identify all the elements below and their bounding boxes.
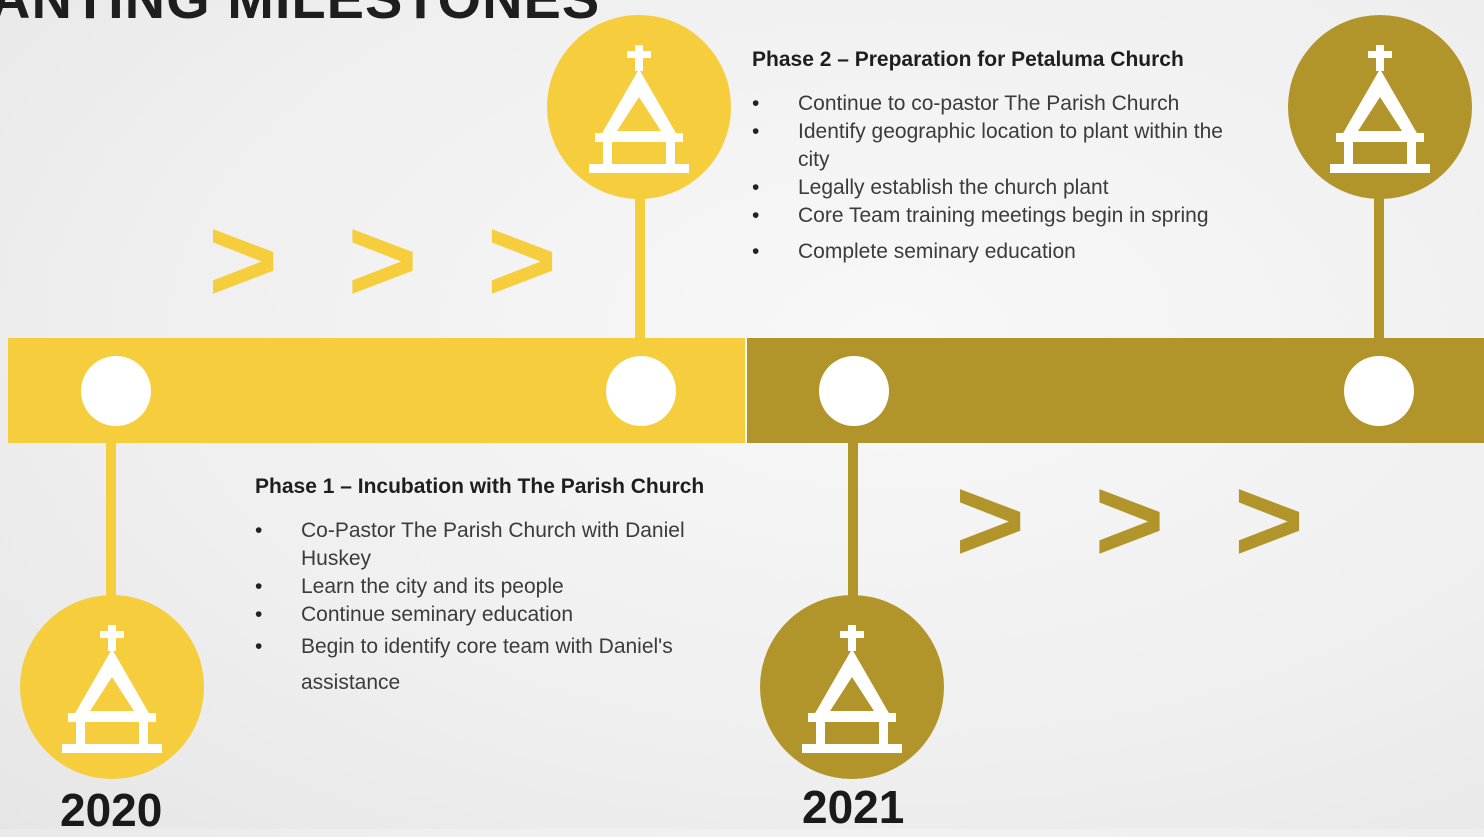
phase-2-heading: Phase 2 – Preparation for Petaluma Churc… [752,48,1184,71]
church-icon [589,45,689,175]
connector-line [635,185,645,345]
milestone-badge [1288,15,1472,199]
progress-arrows: > > > [208,193,575,327]
connector-line [848,440,858,600]
church-icon [62,625,162,755]
list-item: Identify geographic location to plant wi… [752,118,1258,174]
timeline-dot [1344,356,1414,426]
phase-1-block: Phase 1 – Incubation with The Parish Chu… [255,475,775,701]
list-item: Continue seminary education [255,601,775,629]
milestone-badge [20,595,204,779]
list-item: Learn the city and its people [255,573,775,601]
connector-line [1374,185,1384,345]
page-title: ANTING MILESTONES [0,0,600,31]
list-item: Co-Pastor The Parish Church with Daniel … [255,517,741,573]
timeline-dot [606,356,676,426]
list-item: Core Team training meetings begin in spr… [752,202,1292,230]
timeline-dot [819,356,889,426]
list-item: Legally establish the church plant [752,174,1292,202]
phase-2-block: Phase 2 – Preparation for Petaluma Churc… [752,48,1292,266]
year-label: 2020 [60,784,163,836]
church-icon [802,625,902,755]
phase-2-list: Continue to co-pastor The Parish Church … [752,90,1292,266]
progress-arrows: > > > [955,453,1322,587]
list-item: Complete seminary education [752,238,1292,266]
phase-1-heading: Phase 1 – Incubation with The Parish Chu… [255,475,705,498]
phase-1-list: Co-Pastor The Parish Church with Daniel … [255,517,775,701]
list-item: Begin to identify core team with Daniel'… [255,629,741,701]
connector-line [106,440,116,600]
milestone-badge [760,595,944,779]
timeline-dot [81,356,151,426]
milestone-badge [547,15,731,199]
year-label: 2021 [802,781,905,833]
church-icon [1330,45,1430,175]
list-item: Continue to co-pastor The Parish Church [752,90,1292,118]
